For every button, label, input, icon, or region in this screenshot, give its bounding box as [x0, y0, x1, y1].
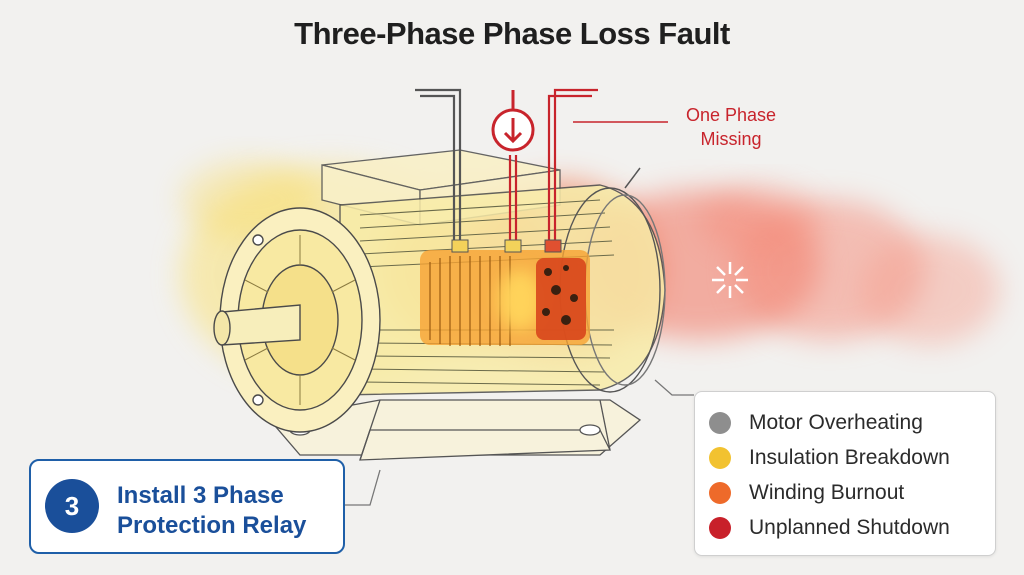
effects-legend: Motor Overheating Insulation Breakdown W…	[694, 391, 996, 556]
action-line-2: Protection Relay	[117, 512, 307, 539]
legend-item: Winding Burnout	[709, 478, 904, 508]
legend-label: Winding Burnout	[749, 481, 905, 504]
legend-label: Unplanned Shutdown	[749, 516, 950, 539]
legend-dot	[709, 447, 731, 469]
motor-shaft	[213, 304, 301, 346]
step-number-badge: 3	[45, 479, 99, 533]
action-text: Install 3 Phase Protection Relay	[117, 481, 343, 541]
callout-pointer	[624, 167, 641, 189]
legend-item: Insulation Breakdown	[709, 443, 950, 473]
action-line-1: Install 3 Phase	[117, 482, 284, 509]
legend-label: Motor Overheating	[749, 411, 923, 434]
supply-lines	[415, 88, 598, 245]
callout-line-1: One Phase	[685, 105, 777, 125]
phase-missing-callout: One Phase Missing	[676, 103, 786, 151]
terminal-studs	[451, 239, 562, 253]
spark-icon	[712, 262, 748, 298]
down-arrow-in-circle-icon	[491, 90, 535, 152]
callout-line-2: Missing	[700, 129, 762, 149]
action-connector	[345, 469, 381, 506]
stator-windings	[420, 250, 590, 346]
action-box: 3 Install 3 Phase Protection Relay	[29, 459, 345, 554]
diagram-title: Three-Phase Phase Loss Fault	[294, 16, 730, 51]
legend-dot	[709, 412, 731, 434]
legend-dot	[709, 517, 731, 539]
legend-item: Unplanned Shutdown	[709, 513, 950, 543]
legend-label: Insulation Breakdown	[749, 446, 950, 469]
legend-connector	[654, 379, 694, 396]
legend-item: Motor Overheating	[709, 408, 923, 438]
legend-dot	[709, 482, 731, 504]
motor-base	[268, 399, 642, 461]
